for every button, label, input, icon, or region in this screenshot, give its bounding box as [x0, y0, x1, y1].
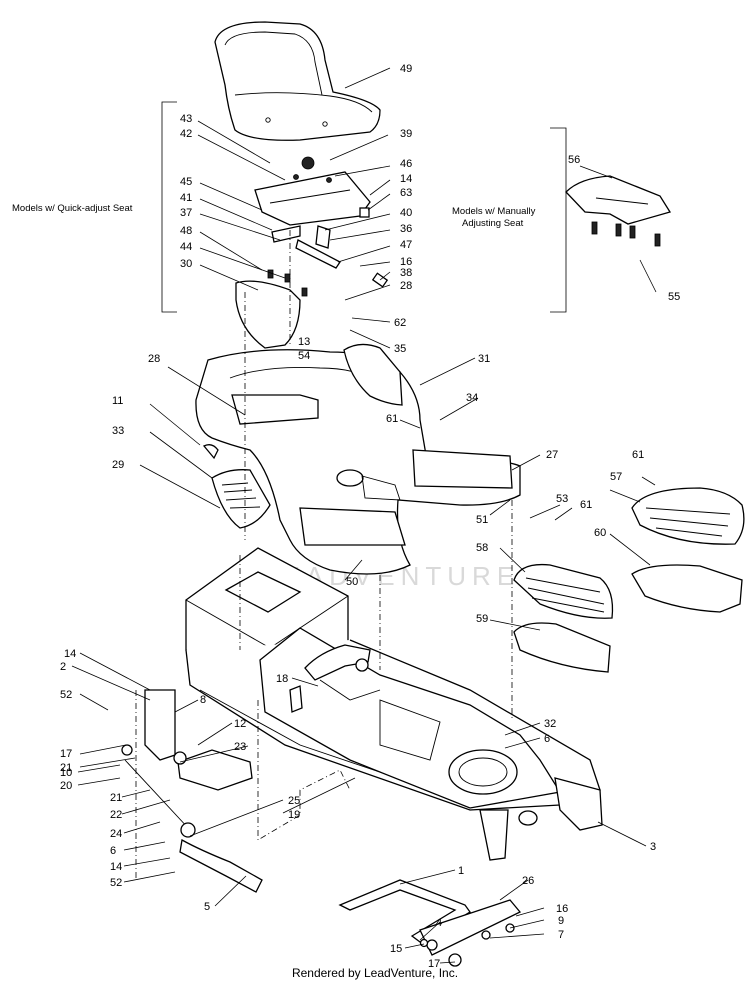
callout-20: 20 — [60, 780, 72, 792]
callout-15: 15 — [390, 943, 402, 955]
callout-23: 23 — [234, 741, 246, 753]
callout-17-lower: 17 — [428, 958, 440, 970]
mat-59 — [513, 622, 611, 673]
callout-61: 61 — [386, 413, 398, 425]
callout-27: 27 — [546, 449, 558, 461]
callout-54: 54 — [298, 350, 310, 362]
callout-6: 6 — [544, 733, 550, 745]
callout-28-lower: 28 — [148, 353, 160, 365]
callout-35: 35 — [394, 343, 406, 355]
callout-34: 34 — [466, 392, 478, 404]
fender-body — [195, 280, 521, 575]
callout-31: 31 — [478, 353, 490, 365]
callout-39: 39 — [400, 128, 412, 140]
manual-seat-bracket-line — [550, 127, 567, 313]
center-lines — [135, 230, 513, 880]
callout-3: 3 — [650, 841, 656, 853]
callout-29: 29 — [112, 459, 124, 471]
callout-37: 37 — [180, 207, 192, 219]
callout-16-lower: 16 — [556, 903, 568, 915]
callout-46: 46 — [400, 158, 412, 170]
note-quick-adjust: Models w/ Quick-adjust Seat — [12, 203, 133, 214]
callout-19: 19 — [288, 809, 300, 821]
callout-28: 28 — [400, 280, 412, 292]
callout-53: 53 — [556, 493, 568, 505]
callout-18: 18 — [276, 673, 288, 685]
callout-21: 21 — [60, 762, 72, 774]
callout-8: 8 — [200, 694, 206, 706]
callout-49: 49 — [400, 63, 412, 75]
callout-17: 17 — [60, 748, 72, 760]
callout-24: 24 — [110, 828, 122, 840]
callout-5: 5 — [204, 901, 210, 913]
callout-4: 4 — [436, 917, 442, 929]
callout-52-lower: 52 — [110, 877, 122, 889]
callout-labels: 49 43 42 39 46 14 63 45 41 37 40 36 48 4… — [60, 63, 680, 970]
callout-9: 9 — [558, 915, 564, 927]
callout-62: 62 — [394, 317, 406, 329]
callout-36: 36 — [400, 223, 412, 235]
callout-16: 16 — [400, 256, 412, 268]
callout-33: 33 — [112, 425, 124, 437]
callout-55: 55 — [668, 291, 680, 303]
callout-11: 11 — [112, 395, 123, 407]
callout-6-left: 6 — [110, 845, 116, 857]
quick-adjust-bracket — [161, 101, 177, 313]
callout-14-left: 14 — [64, 648, 76, 660]
callout-13: 13 — [298, 336, 310, 348]
callout-61-mid: 61 — [580, 499, 592, 511]
callout-10: 10 — [60, 767, 72, 779]
callout-12: 12 — [234, 718, 246, 730]
callout-14-lower: 14 — [110, 861, 122, 873]
callout-44: 44 — [180, 241, 192, 253]
linkage-parts — [121, 644, 381, 893]
callout-57: 57 — [610, 471, 622, 483]
callout-21-lower: 21 — [110, 792, 122, 804]
callout-40: 40 — [400, 207, 412, 219]
callout-22: 22 — [110, 809, 122, 821]
frame — [185, 547, 603, 861]
callout-60: 60 — [594, 527, 606, 539]
leader-lines — [71, 67, 657, 964]
note-manual-line1: Models w/ Manually — [452, 206, 536, 217]
callout-2: 2 — [60, 661, 66, 673]
manual-seat-bracket — [565, 175, 672, 247]
bail-assembly — [338, 879, 522, 967]
note-manual-line2: Adjusting Seat — [462, 218, 524, 229]
callout-26: 26 — [522, 875, 534, 887]
callout-56: 56 — [568, 154, 580, 166]
callout-51: 51 — [476, 514, 488, 526]
callout-63: 63 — [400, 187, 412, 199]
callout-1: 1 — [458, 865, 464, 877]
callout-7: 7 — [558, 929, 564, 941]
callout-50: 50 — [346, 576, 358, 588]
callout-25: 25 — [288, 795, 300, 807]
fender-panel-33 — [211, 469, 271, 529]
callout-58: 58 — [476, 542, 488, 554]
callout-14: 14 — [400, 173, 412, 185]
callout-48: 48 — [180, 225, 192, 237]
callout-47: 47 — [400, 239, 412, 251]
callout-38: 38 — [400, 267, 412, 279]
callout-30: 30 — [180, 258, 192, 270]
footer-credit: Rendered by LeadVenture, Inc. — [291, 966, 459, 980]
seat-49 — [214, 21, 381, 141]
footpad-58 — [513, 563, 614, 619]
mat-60 — [631, 564, 743, 613]
callout-42: 42 — [180, 128, 192, 140]
footpad-57 — [631, 487, 745, 545]
callout-45: 45 — [180, 176, 192, 188]
seat-pan-assembly — [254, 156, 389, 297]
callout-59: 59 — [476, 613, 488, 625]
callout-61-right: 61 — [632, 449, 644, 461]
callout-41: 41 — [180, 192, 192, 204]
callout-52: 52 — [60, 689, 72, 701]
callout-32: 32 — [544, 718, 556, 730]
callout-43: 43 — [180, 113, 192, 125]
